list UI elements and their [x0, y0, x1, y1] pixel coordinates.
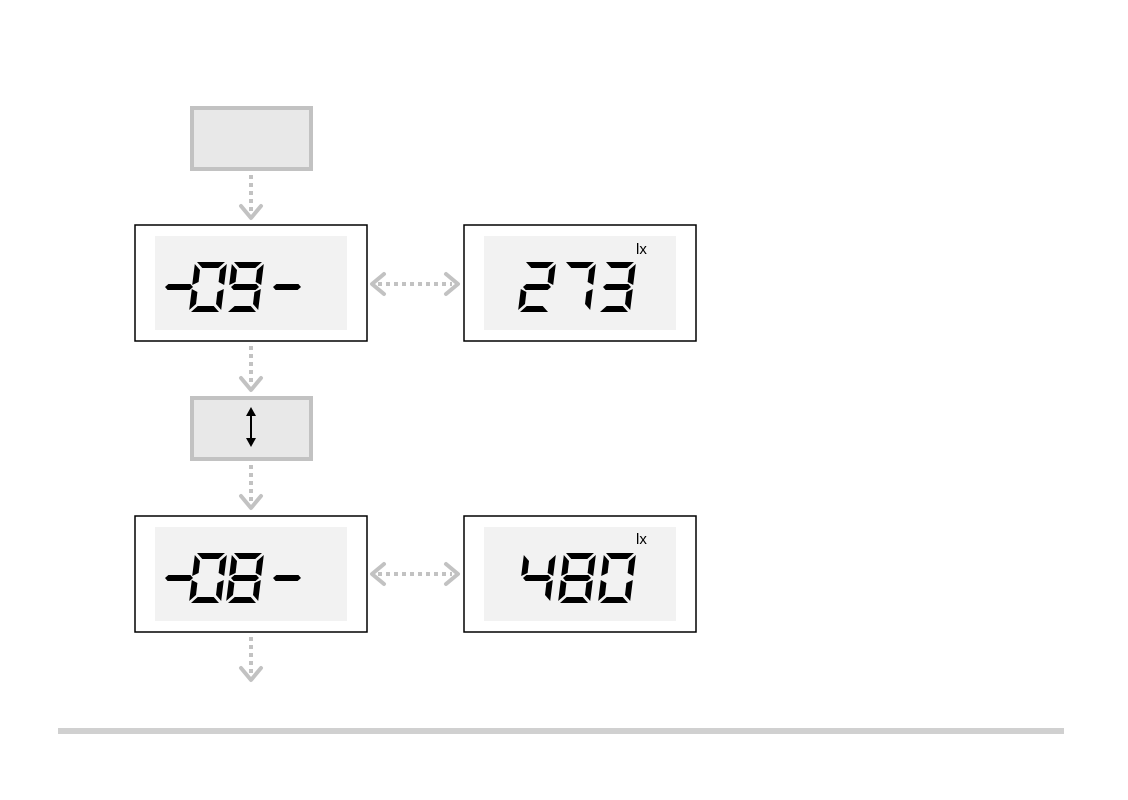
unit-label: lx: [636, 241, 647, 258]
channel-digits: [165, 262, 301, 312]
segment-d: [600, 597, 628, 603]
segment-f: [521, 555, 529, 576]
connector-down-arrow: [239, 465, 263, 510]
segment-e: [558, 580, 567, 601]
segment-a: [606, 262, 634, 268]
segment-c: [216, 580, 224, 601]
digit-2: [518, 262, 556, 312]
segment-e: [226, 580, 235, 601]
segment-e: [598, 580, 607, 601]
channel-display-2: [134, 515, 368, 633]
segment-b: [627, 264, 636, 285]
segment-a: [197, 553, 225, 559]
segment-f: [229, 264, 237, 285]
segment-a: [234, 262, 262, 268]
segment-c: [253, 289, 261, 310]
channel-display-1: [134, 224, 368, 342]
segment-a: [566, 553, 594, 559]
dash-segment: [165, 575, 193, 581]
value-digits: [518, 262, 636, 312]
digit-0: [189, 553, 227, 603]
segment-a: [197, 262, 225, 268]
segment-b: [218, 555, 227, 576]
segment-a: [606, 553, 634, 559]
segment-c: [216, 289, 224, 310]
up-down-arrow-icon: [246, 407, 256, 447]
unit-label: lx: [636, 531, 647, 548]
segment-d: [520, 306, 548, 312]
segment-f: [192, 555, 200, 576]
segment-e: [518, 289, 527, 310]
digit-3: [600, 262, 636, 312]
segment-b: [218, 264, 227, 285]
segment-g: [563, 575, 591, 581]
digit-8: [558, 553, 596, 603]
segment-g: [273, 575, 301, 581]
segment-f: [561, 555, 569, 576]
channel-digits: [165, 553, 301, 603]
segment-b: [547, 555, 556, 576]
segment-f: [192, 264, 200, 285]
segment-d: [228, 306, 256, 312]
value-display-2: lx: [463, 515, 697, 633]
segment-d: [560, 597, 588, 603]
digit-4: [521, 555, 556, 601]
segment-a: [234, 553, 262, 559]
dash-segment: [165, 284, 193, 290]
segment-c: [625, 289, 633, 310]
segment-g: [523, 284, 551, 290]
segment-d: [191, 306, 219, 312]
connector-down-arrow: [239, 346, 263, 392]
segment-f: [601, 555, 609, 576]
footer-rule: [58, 728, 1064, 734]
segment-d: [228, 597, 256, 603]
segment-d: [191, 597, 219, 603]
segment-b: [627, 555, 636, 576]
segment-f: [229, 555, 237, 576]
segment-g: [231, 284, 259, 290]
segment-a: [566, 262, 594, 268]
segment-g: [603, 284, 631, 290]
segment-c: [585, 580, 593, 601]
value-digits: [521, 553, 636, 603]
connector-down-arrow: [239, 637, 263, 682]
segment-c: [253, 580, 261, 601]
digit-9: [228, 262, 264, 312]
connector-down-arrow: [239, 175, 263, 220]
segment-b: [547, 264, 556, 285]
segment-g: [231, 575, 259, 581]
digit-8: [226, 553, 264, 603]
dash-segment: [273, 284, 301, 290]
segment-g: [165, 575, 193, 581]
segment-c: [585, 289, 593, 310]
segment-e: [189, 580, 198, 601]
top-button: [190, 106, 313, 171]
segment-e: [189, 289, 198, 310]
segment-b: [255, 264, 264, 285]
connector-bidirectional-arrow: [370, 272, 460, 296]
segment-a: [526, 262, 554, 268]
segment-c: [625, 580, 633, 601]
segment-b: [255, 555, 264, 576]
segment-b: [587, 555, 596, 576]
value-display-1: lx: [463, 224, 697, 342]
digit-0: [598, 553, 636, 603]
segment-g: [165, 284, 193, 290]
connector-bidirectional-arrow: [370, 562, 460, 586]
digit-0: [189, 262, 227, 312]
segment-g: [523, 575, 551, 581]
dash-segment: [273, 575, 301, 581]
segment-b: [587, 264, 596, 285]
segment-c: [545, 580, 553, 601]
segment-d: [600, 306, 628, 312]
digit-7: [566, 262, 596, 310]
segment-g: [273, 284, 301, 290]
